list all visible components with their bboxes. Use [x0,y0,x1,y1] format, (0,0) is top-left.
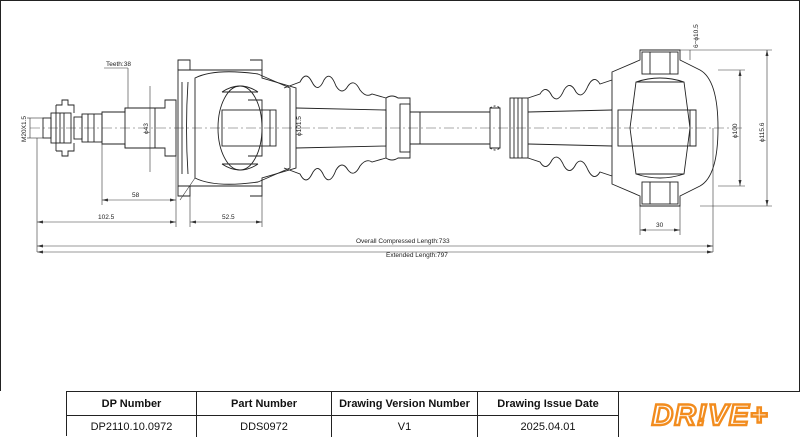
drive-plus-logo: DR!VE+ [619,392,800,436]
title-block-header-row: DP Number Part Number Drawing Version Nu… [67,392,619,415]
value-dp-number: DP2110.10.0972 [67,416,197,437]
title-block-value-row: DP2110.10.0972 DDS0972 V1 2025.04.01 [67,415,619,437]
value-part-number: DDS0972 [197,416,332,437]
dimension-arrows [37,50,769,254]
dimension-lines [27,49,772,253]
thread-dimension-label: M20X1.5 [21,116,28,142]
header-drawing-version: Drawing Version Number [332,392,478,415]
holes-label: 6−ϕ10.5 [693,24,700,48]
teeth-label: Teeth:38 [106,61,131,68]
drive-shaft-technical-drawing: M20X1.5 Teeth:38 ϕ43 58 102.5 52.5 ϕ101.… [0,0,800,391]
diameter-115-6-label: ϕ115.6 [759,122,766,142]
diameter-43-label: ϕ43 [143,123,150,134]
right-boot [509,79,613,177]
diameter-101-5-label: ϕ101.5 [296,116,303,136]
logo-text: DR!VE+ [652,399,769,432]
extended-length-label: Extended Length:797 [386,252,448,259]
length-52-5-label: 52.5 [222,214,235,221]
header-issue-date: Drawing Issue Date [478,392,619,415]
right-tripod-joint [611,49,719,207]
left-boot [283,75,411,181]
left-spline-end [42,99,177,157]
overall-length-label: Overall Compressed Length:733 [356,238,450,245]
header-part-number: Part Number [197,392,332,415]
title-block: DP Number Part Number Drawing Version Nu… [66,391,800,437]
value-issue-date: 2025.04.01 [478,416,619,437]
value-drawing-version: V1 [332,416,478,437]
length-58-label: 58 [132,192,140,199]
diameter-100-label: ϕ100 [732,123,739,138]
shaft-body [410,105,501,151]
width-30-label: 30 [656,222,664,229]
length-102-5-label: 102.5 [98,214,115,221]
header-dp-number: DP Number [67,392,197,415]
